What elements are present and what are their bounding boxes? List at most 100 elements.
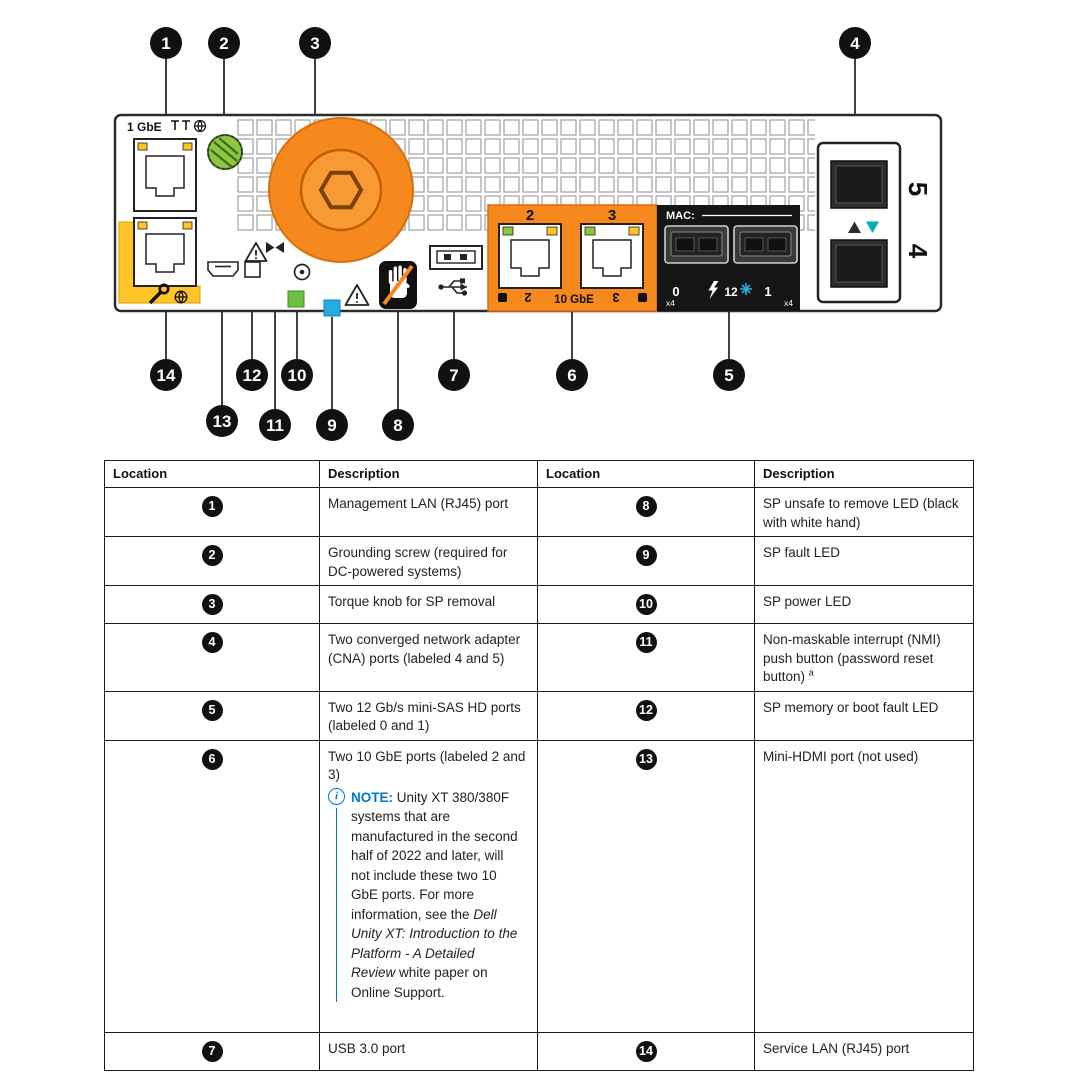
location-cell: 3: [104, 585, 320, 624]
description-cell: Two 10 GbE ports (labeled 2 and 3) i NOT…: [319, 739, 538, 1033]
info-icon: i: [328, 787, 345, 805]
nmi-bowtie-icon: [266, 242, 284, 253]
location-cell: 14: [537, 1031, 755, 1071]
location-cell: 6: [104, 739, 320, 1033]
svg-text:7: 7: [449, 366, 458, 385]
table-row: 7 USB 3.0 port 14 Service LAN (RJ45) por…: [104, 1031, 974, 1071]
table-row: 1 Management LAN (RJ45) port 8 SP unsafe…: [104, 487, 974, 537]
callout-12: 12: [236, 359, 268, 391]
sas0-width-label: x4: [666, 298, 675, 308]
cna5-label: 5: [903, 182, 933, 196]
description-cell: Grounding screw (required for DC-powered…: [319, 536, 538, 586]
svg-text:14: 14: [157, 366, 176, 385]
mac-label: MAC:: [666, 210, 695, 222]
callout-5: 5: [713, 359, 745, 391]
callout-badge: 1: [201, 496, 223, 517]
sas-speed-label: 12: [724, 285, 738, 299]
globe-icon-2: [174, 290, 188, 304]
callout-badge: 14: [635, 1040, 657, 1062]
note-body: NOTE: Unity XT 380/380F systems that are…: [351, 788, 519, 1003]
note-text-after: white paper on Online Support.: [351, 965, 488, 1000]
ten-gbe-port-3: [580, 223, 644, 289]
note-block: i NOTE: Unity XT 380/380F systems that a…: [328, 787, 524, 1003]
description-cell: SP fault LED: [754, 536, 974, 586]
callout-badge: 9: [635, 545, 657, 566]
callout-10: 10: [281, 359, 313, 391]
note-text: Unity XT 380/380F systems that are manuf…: [351, 789, 518, 922]
management-lan-port: [133, 138, 197, 212]
callout-badge: 13: [635, 748, 657, 770]
description-cell: Non-maskable interrupt (NMI) push button…: [754, 623, 974, 692]
callout-badge: 10: [635, 594, 657, 615]
table-row: 4 Two converged network adapter (CNA) po…: [104, 623, 974, 692]
location-cell: 12: [537, 690, 755, 741]
warning-icon-1: [244, 242, 268, 262]
callout-badge: 8: [635, 496, 657, 517]
up-triangle-icon: [848, 221, 861, 233]
cna-port-5: [830, 160, 888, 209]
service-lan-port: [133, 217, 197, 287]
location-cell: 1: [104, 487, 320, 537]
sas0-label: 0: [672, 284, 679, 299]
description-cell: SP memory or boot fault LED: [754, 690, 974, 741]
location-cell: 10: [537, 585, 755, 624]
uplink-icon-2: [498, 293, 507, 302]
header-description-1: Description: [319, 460, 538, 488]
location-cell: 11: [537, 623, 755, 692]
callout-badge: 7: [201, 1040, 223, 1062]
ten-gbe-section: 2 3 2 10 GbE 3: [487, 204, 658, 312]
note-italic-title: Dell Unity XT: Introduction to the Platf…: [351, 906, 518, 981]
table-row: 6 Two 10 GbE ports (labeled 2 and 3) i N…: [104, 739, 974, 1033]
callout-badge: 11: [635, 632, 657, 653]
svg-text:11: 11: [266, 416, 284, 435]
location-cell: 5: [104, 690, 320, 741]
table-row: 3 Torque knob for SP removal 10 SP power…: [104, 585, 974, 624]
note-label: NOTE:: [351, 789, 393, 805]
callout-8: 8: [382, 409, 414, 441]
callout-7: 7: [438, 359, 470, 391]
port3-top-label: 3: [608, 207, 616, 224]
header-location-1: Location: [104, 460, 320, 488]
location-cell: 8: [537, 487, 755, 537]
svg-text:2: 2: [219, 34, 228, 53]
nmi-button: [293, 263, 311, 281]
sp-power-led: [287, 290, 305, 308]
callout-14: 14: [150, 359, 182, 391]
sparkle-icon: [740, 283, 752, 295]
svg-text:10: 10: [288, 366, 307, 385]
location-cell: 9: [537, 536, 755, 586]
description-text: Non-maskable interrupt (NMI) push button…: [763, 632, 941, 684]
callout-6: 6: [556, 359, 588, 391]
svg-text:9: 9: [327, 416, 336, 435]
ten-gbe-speed-label: 10 GbE: [554, 294, 594, 306]
grounding-screw: [207, 134, 243, 170]
svg-text:13: 13: [213, 412, 232, 431]
callout-13: 13: [206, 405, 238, 437]
usb-icon: [438, 278, 468, 296]
ten-gbe-port-2: [498, 223, 562, 289]
sas-port-0: [664, 225, 729, 264]
legend: Location Description Location Descriptio…: [104, 460, 974, 1071]
header-description-2: Description: [754, 460, 974, 488]
sas1-width-label: x4: [784, 298, 793, 308]
header-row: Location Description Location Descriptio…: [104, 460, 974, 488]
warning-icon-2: [344, 284, 370, 306]
mini-hdmi-port: [207, 261, 239, 277]
sas-port-1: [733, 225, 798, 264]
svg-text:4: 4: [850, 34, 860, 53]
callout-1: 1: [150, 27, 182, 59]
callout-badge: 6: [201, 748, 223, 770]
callout-2: 2: [208, 27, 240, 59]
callout-badge: 12: [635, 699, 657, 721]
sas1-label: 1: [764, 284, 771, 299]
description-text: Two 10 GbE ports (labeled 2 and 3): [328, 748, 526, 783]
header-location-2: Location: [537, 460, 755, 488]
callout-badge: 5: [201, 699, 223, 721]
location-cell: 13: [537, 739, 755, 1033]
sp-fault-led: [323, 299, 341, 317]
torque-knob: [268, 117, 414, 263]
table-row: 2 Grounding screw (required for DC-power…: [104, 536, 974, 586]
svg-text:8: 8: [393, 416, 402, 435]
one-gbe-label: 1 GbE: [127, 120, 162, 134]
footnote-marker: a: [808, 667, 814, 678]
